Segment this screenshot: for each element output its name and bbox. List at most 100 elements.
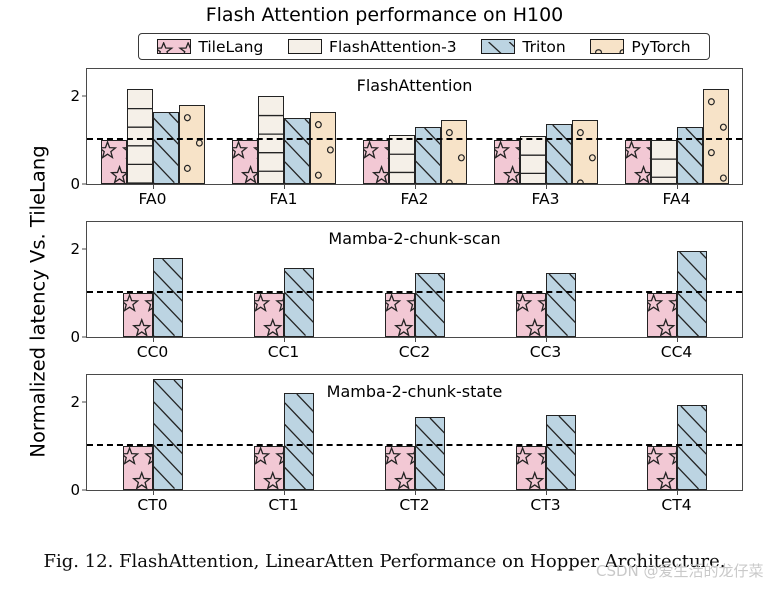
x-tick-mark — [283, 490, 285, 495]
x-tick-label-cc1: CC1 — [267, 343, 300, 361]
x-tick-mark — [676, 490, 678, 495]
chart-legend: TileLang FlashAttention-3 Triton PyTorch — [138, 33, 710, 60]
x-tick-label-cc3: CC3 — [529, 343, 562, 361]
bar-ct0-tilelang — [122, 445, 153, 490]
bar-ct1-tilelang — [253, 445, 284, 490]
bar-fa1-tilelang — [231, 139, 258, 184]
y-tick-label-2: 2 — [70, 392, 80, 411]
x-tick-mark — [545, 337, 547, 342]
reference-line — [87, 137, 742, 140]
bar-ct4-tilelang — [646, 445, 677, 490]
bar-cc1-tilelang — [253, 292, 284, 337]
bar-fa4-tilelang — [624, 139, 651, 184]
plot-area — [87, 375, 742, 490]
bar-fa0-pytorch — [178, 105, 205, 184]
bar-ct3-triton — [545, 414, 576, 490]
bar-fa3-triton — [545, 124, 572, 184]
bar-fa4-triton — [676, 126, 703, 184]
x-tick-label-fa0: FA0 — [138, 190, 167, 208]
x-tick-mark — [676, 337, 678, 342]
x-tick-mark — [152, 337, 154, 342]
x-tick-mark — [283, 184, 285, 189]
bar-ct1-triton — [283, 392, 314, 490]
bar-fa2-pytorch — [440, 119, 467, 184]
bar-cc4-tilelang — [646, 292, 677, 337]
x-tick-label-fa1: FA1 — [269, 190, 298, 208]
y-tick-label-0: 0 — [70, 481, 80, 499]
bar-cc0-tilelang — [122, 292, 153, 337]
legend-entry-tilelang[interactable]: TileLang — [157, 38, 263, 56]
y-tick-mark — [82, 336, 87, 338]
legend-label: TileLang — [198, 37, 264, 56]
bar-fa0-tilelang — [100, 139, 127, 184]
bar-fa3-tilelang — [493, 139, 520, 184]
y-tick-mark — [82, 183, 87, 185]
bar-cc4-triton — [676, 250, 707, 337]
bar-fa2-tilelang — [362, 139, 389, 184]
y-tick-label-0: 0 — [70, 175, 80, 193]
x-tick-label-ct0: CT0 — [137, 496, 168, 514]
reference-line — [87, 290, 742, 293]
bar-cc2-triton — [414, 272, 445, 337]
bar-fa2-triton — [414, 127, 441, 184]
x-tick-label-ct1: CT1 — [268, 496, 299, 514]
bar-ct0-triton — [152, 379, 183, 490]
legend-swatch-triton — [481, 39, 516, 54]
x-tick-mark — [152, 490, 154, 495]
legend-entry-pytorch[interactable]: PyTorch — [590, 37, 691, 56]
x-tick-mark — [414, 337, 416, 342]
bar-ct2-tilelang — [384, 445, 415, 490]
y-axis-label: Normalized latency Vs. TileLang — [26, 145, 50, 458]
y-tick-mark — [82, 95, 87, 97]
x-tick-mark — [152, 184, 154, 189]
bar-ct4-triton — [676, 405, 707, 490]
bar-cc2-tilelang — [384, 292, 415, 337]
x-tick-mark — [545, 490, 547, 495]
bar-fa1-triton — [283, 117, 310, 184]
y-tick-mark — [82, 401, 87, 403]
y-tick-mark — [82, 489, 87, 491]
x-tick-mark — [545, 184, 547, 189]
legend-label: FlashAttention-3 — [329, 37, 457, 56]
bar-ct2-triton — [414, 417, 445, 490]
x-tick-label-ct2: CT2 — [399, 496, 430, 514]
y-tick-label-2: 2 — [70, 86, 80, 105]
bar-fa3-pytorch — [571, 119, 598, 184]
legend-swatch-pytorch — [590, 39, 625, 54]
x-tick-mark — [283, 337, 285, 342]
x-tick-label-cc4: CC4 — [660, 343, 693, 361]
x-tick-label-cc2: CC2 — [398, 343, 431, 361]
x-tick-mark — [676, 184, 678, 189]
bar-cc0-triton — [152, 258, 183, 337]
bar-cc3-triton — [545, 273, 576, 337]
reference-line — [87, 443, 742, 446]
x-tick-label-ct4: CT4 — [661, 496, 692, 514]
y-tick-mark — [82, 248, 87, 250]
bar-cc3-tilelang — [515, 292, 546, 337]
legend-label: PyTorch — [631, 37, 691, 56]
chart-title: Flash Attention performance on H100 — [205, 4, 564, 26]
legend-swatch-tilelang — [157, 39, 192, 54]
bar-fa4-flashattention-3 — [650, 139, 677, 184]
legend-entry-flashattention-3[interactable]: FlashAttention-3 — [288, 38, 457, 56]
bar-fa4-pytorch — [702, 88, 729, 184]
bar-ct3-tilelang — [515, 445, 546, 490]
plot-area — [87, 222, 742, 337]
x-tick-mark — [414, 490, 416, 495]
bar-fa3-flashattention-3 — [519, 136, 546, 184]
bar-cc1-triton — [283, 268, 314, 337]
x-tick-label-ct3: CT3 — [530, 496, 561, 514]
x-tick-label-fa4: FA4 — [662, 190, 691, 208]
plot-area — [87, 69, 742, 184]
bar-fa0-triton — [152, 112, 179, 184]
x-tick-label-fa2: FA2 — [400, 190, 429, 208]
bar-fa2-flashattention-3 — [388, 135, 415, 184]
x-tick-mark — [414, 184, 416, 189]
legend-swatch-flashattention-3 — [288, 39, 323, 54]
legend-entry-triton[interactable]: Triton — [481, 38, 566, 56]
x-tick-label-fa3: FA3 — [531, 190, 560, 208]
